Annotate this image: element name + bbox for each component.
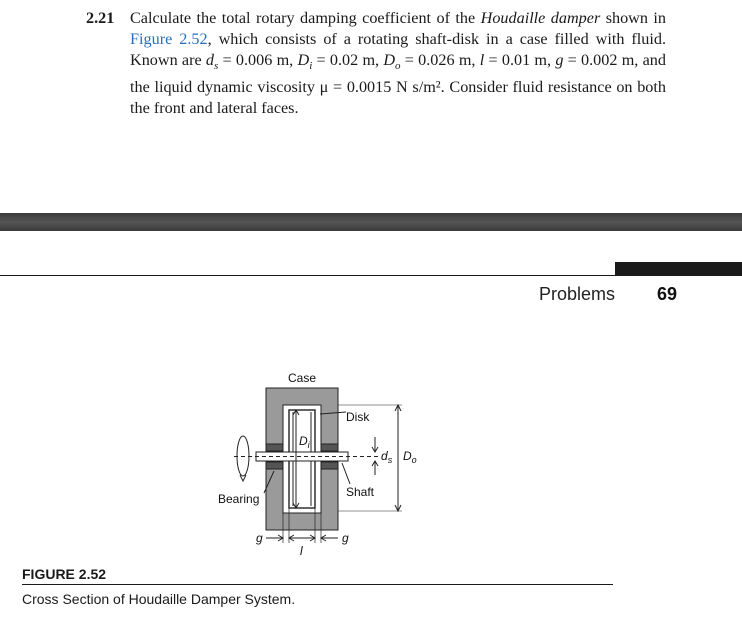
bearing-right-bottom: [320, 461, 339, 470]
caption-rule: [22, 584, 613, 585]
figure-link[interactable]: Figure 2.52: [130, 30, 208, 48]
bearing-right-top: [320, 443, 339, 452]
bearing-left-bottom: [265, 461, 284, 470]
figure-caption-text: Cross Section of Houdaille Damper System…: [22, 591, 296, 607]
problem-statement: 2.21 Calculate the total rotary damping …: [86, 8, 666, 119]
problem-text: , which consists of a rotating shaft-dis…: [130, 30, 667, 69]
problem-number: 2.21: [86, 9, 115, 27]
ds-label: ds: [381, 449, 393, 465]
page-separator-band: [0, 213, 742, 231]
rotation-arrow: [236, 435, 250, 477]
g-left-label: g: [256, 531, 263, 545]
do-label: Do: [403, 449, 417, 465]
l-label: l: [300, 544, 303, 558]
header-rule: [0, 275, 742, 276]
problem-text: shown in: [600, 9, 666, 27]
page-number: 69: [657, 284, 678, 304]
figure-caption-title: FIGURE 2.52: [22, 566, 107, 582]
shaft-label: Shaft: [346, 485, 375, 499]
header-tab: [615, 262, 742, 276]
di-label: Di: [299, 434, 311, 450]
problem-body: Calculate the total rotary damping coeff…: [130, 8, 666, 119]
running-head: Problems: [539, 284, 616, 304]
damper-diagram: Case Disk Shaft Bearing Di Do ds g g l: [218, 371, 417, 558]
bearing-left-top: [265, 443, 284, 452]
case-label: Case: [288, 371, 316, 385]
damper-name: Houdaille damper: [480, 9, 601, 27]
problem-text: Calculate the total rotary damping coeff…: [130, 9, 481, 27]
g-right-label: g: [342, 531, 349, 545]
bearing-label: Bearing: [218, 492, 259, 506]
disk-label: Disk: [346, 410, 370, 424]
known-values: ds = 0.006 m, Di = 0.02 m, Do = 0.026 m,…: [130, 51, 666, 118]
